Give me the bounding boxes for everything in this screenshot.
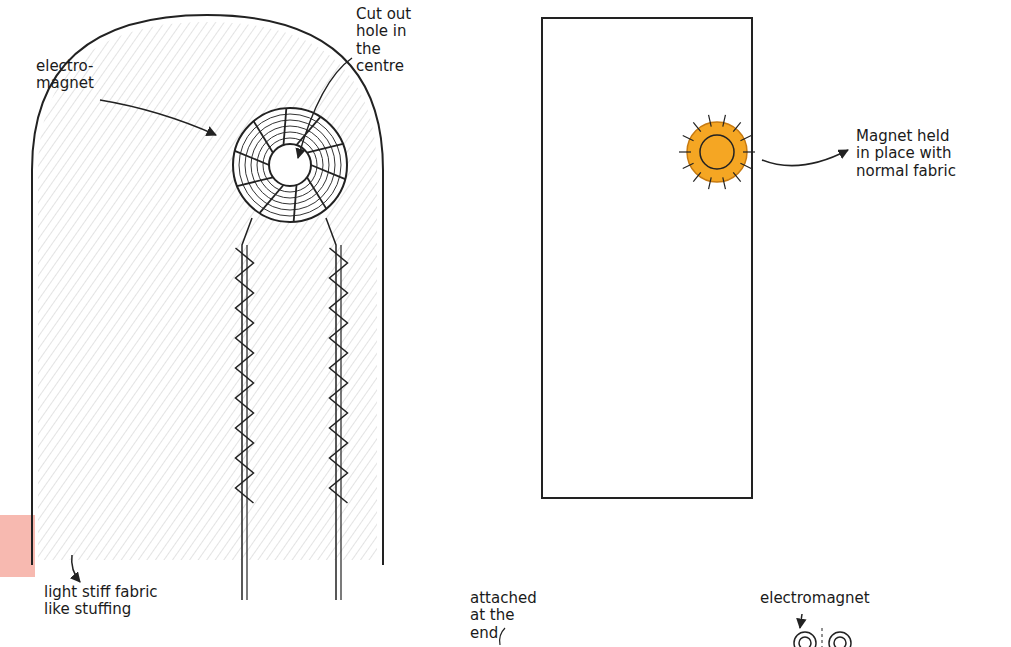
coil-wires [236, 218, 348, 600]
bottom-coil-sketch [794, 628, 851, 647]
fabric-panel [542, 18, 752, 498]
leader-line [762, 150, 848, 166]
leader-line [800, 614, 802, 628]
electromagnet-coil [233, 108, 347, 222]
pink-tab [0, 515, 35, 577]
stuffing-hatching [38, 22, 377, 560]
callout-note: Cut out hole in the centre [356, 6, 416, 75]
leader-line [100, 100, 216, 135]
glove-fingertip-outline [32, 15, 383, 565]
callout-note: Magnet held in place with normal fabric [856, 128, 956, 180]
part-label: light stiff fabric like stuffing [44, 584, 164, 619]
leader-line [298, 58, 352, 158]
callout-note: attached at the end [470, 590, 540, 642]
part-label: electro-magnet [36, 58, 116, 93]
part-label: electromagnet [760, 590, 890, 607]
leader-line [72, 555, 80, 582]
permanent-magnet [679, 115, 755, 189]
bracket [500, 628, 505, 645]
